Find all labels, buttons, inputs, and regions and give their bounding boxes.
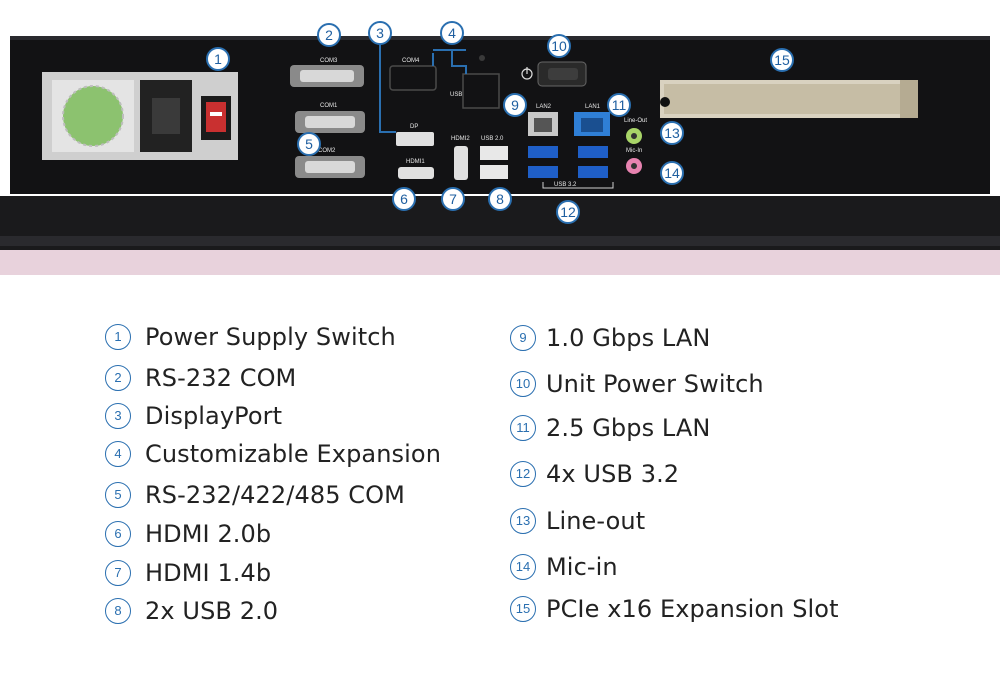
- legend-label: Unit Power Switch: [546, 370, 764, 398]
- legend-number: 11: [510, 415, 536, 441]
- legend-item-2-5g-lan: 11 2.5 Gbps LAN: [510, 414, 711, 442]
- unit-power-button: [521, 61, 587, 87]
- callout-5: 5: [297, 132, 321, 156]
- callout-10: 10: [547, 34, 571, 58]
- legend-item-unit-power-switch: 10 Unit Power Switch: [510, 370, 764, 398]
- legend-item-rs232-com: 2 RS-232 COM: [105, 364, 296, 392]
- legend-item-displayport: 3 DisplayPort: [105, 402, 282, 430]
- usb2-ports: USB 2.0: [480, 136, 508, 179]
- legend-item-hdmi-1-4b: 7 HDMI 1.4b: [105, 559, 271, 587]
- psu-fan-icon: [63, 86, 123, 146]
- custom-expansion-area: COM4 USB: [389, 55, 500, 109]
- hdmi2-label: HDMI2: [451, 136, 470, 142]
- mic-in-label: Mic-In: [626, 148, 642, 154]
- legend-label: Customizable Expansion: [145, 440, 442, 468]
- com3-port: COM3: [290, 58, 364, 87]
- leader-lines: [379, 43, 467, 133]
- legend-label: 1.0 Gbps LAN: [546, 324, 711, 352]
- legend-label: Power Supply Switch: [145, 323, 396, 351]
- legend-label: HDMI 2.0b: [145, 520, 272, 548]
- callout-4: 4: [440, 21, 464, 45]
- legend-number: 9: [510, 325, 536, 351]
- legend-item-customizable-expansion: 4 Customizable Expansion: [105, 440, 441, 468]
- usb-exp-label: USB: [450, 92, 462, 98]
- legend-item-pcie-x16-slot: 15 PCIe x16 Expansion Slot: [510, 595, 839, 623]
- callout-13: 13: [660, 121, 684, 145]
- legend-item-mic-in: 14 Mic-in: [510, 553, 618, 581]
- legend-number: 6: [105, 521, 131, 547]
- rear-io-panel-illustration: COM3 COM1 COM2 COM4 USB DP HDMI1 HDMI2 U…: [0, 0, 1000, 275]
- legend-number: 15: [510, 596, 536, 622]
- callout-3: 3: [368, 21, 392, 45]
- usb32-ports: USB 3.2: [528, 146, 614, 189]
- legend-label: RS-232/422/485 COM: [145, 481, 405, 509]
- legend-number: 13: [510, 508, 536, 534]
- legend-item-power-supply-switch: 1 Power Supply Switch: [105, 323, 396, 351]
- usb32-label: USB 3.2: [554, 182, 577, 188]
- line-out-label: Line-Out: [624, 118, 647, 124]
- callout-6: 6: [392, 187, 416, 211]
- legend-label: Mic-in: [546, 553, 618, 581]
- callout-11: 11: [607, 93, 631, 117]
- com1-port: COM1: [295, 103, 365, 133]
- legend-label: DisplayPort: [145, 402, 283, 430]
- displayport-port: DP: [396, 124, 434, 146]
- com2-port: COM2: [295, 148, 365, 178]
- legend-label: PCIe x16 Expansion Slot: [546, 595, 839, 623]
- callout-7: 7: [441, 187, 465, 211]
- legend-label: RS-232 COM: [145, 364, 297, 392]
- legend-item-hdmi-2-0b: 6 HDMI 2.0b: [105, 520, 271, 548]
- lan2-label: LAN2: [536, 104, 552, 110]
- legend-number: 8: [105, 598, 131, 624]
- legend-item-1g-lan: 9 1.0 Gbps LAN: [510, 324, 711, 352]
- lan2-port: LAN2: [528, 104, 558, 136]
- legend-label: 2.5 Gbps LAN: [546, 414, 711, 442]
- legend-label: HDMI 1.4b: [145, 559, 272, 587]
- legend-number: 5: [105, 482, 131, 508]
- legend-item-line-out: 13 Line-out: [510, 507, 645, 535]
- legend-number: 1: [105, 324, 131, 350]
- callout-15: 15: [770, 48, 794, 72]
- legend-item-usb-3-2: 12 4x USB 3.2: [510, 460, 679, 488]
- legend-number: 3: [105, 403, 131, 429]
- psu-rocker-switch: [206, 102, 226, 132]
- legend-number: 7: [105, 560, 131, 586]
- com1-label: COM1: [320, 103, 338, 109]
- hdmi1-port: HDMI1: [398, 159, 434, 179]
- callout-9: 9: [503, 93, 527, 117]
- legend-number: 10: [510, 371, 536, 397]
- com3-label: COM3: [320, 58, 338, 64]
- hdmi1-label: HDMI1: [406, 159, 425, 165]
- legend-label: 2x USB 2.0: [145, 597, 279, 625]
- legend-label: Line-out: [546, 507, 646, 535]
- callout-14: 14: [660, 161, 684, 185]
- dp-label: DP: [410, 124, 418, 130]
- power-supply-module: [42, 72, 238, 160]
- legend-number: 4: [105, 441, 131, 467]
- legend-item-usb-2-0: 8 2x USB 2.0: [105, 597, 278, 625]
- pcie-slot: [660, 80, 918, 118]
- legend-label: 4x USB 3.2: [546, 460, 680, 488]
- callout-2: 2: [317, 23, 341, 47]
- legend-number: 2: [105, 365, 131, 391]
- callout-1: 1: [206, 47, 230, 71]
- audio-jacks: Line-Out Mic-In: [624, 118, 647, 174]
- com2-label: COM2: [318, 148, 336, 154]
- callout-8: 8: [488, 187, 512, 211]
- usb20-label: USB 2.0: [481, 136, 504, 142]
- com4-label: COM4: [402, 58, 420, 64]
- legend-number: 14: [510, 554, 536, 580]
- lan1-label: LAN1: [585, 104, 601, 110]
- lan1-port: LAN1: [574, 104, 610, 136]
- legend-item-rs232-422-485-com: 5 RS-232/422/485 COM: [105, 481, 405, 509]
- hdmi2-port: HDMI2: [451, 136, 470, 180]
- callout-12: 12: [556, 200, 580, 224]
- legend-number: 12: [510, 461, 536, 487]
